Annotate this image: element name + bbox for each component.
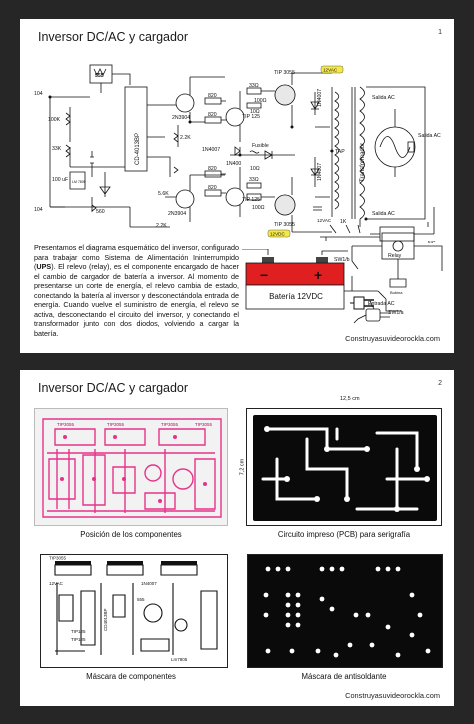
label-r33-a: 33Ω <box>249 83 259 89</box>
power-plug-icon <box>350 296 374 310</box>
label-555: 555 <box>95 73 104 79</box>
battery-label: Batería 12VDC <box>269 292 323 301</box>
relay-and-input-section: Relay Bobina SW1/b SW1/a Entrada AC <box>334 232 443 324</box>
mask-label-1n4007: 1N4007 <box>141 581 157 586</box>
label-tip3055-a: TIP 3055 <box>274 70 295 76</box>
mask-label-tip125-b: TIP125 <box>71 637 86 642</box>
label-c104-bottom: 104 <box>34 207 43 213</box>
label-entrada-ac: Entrada AC <box>368 301 395 307</box>
mask-label-lm7805: Lm7805 <box>171 657 188 662</box>
pcb-label-tip3055-1: TIP3055 <box>57 422 75 427</box>
label-1n4007-b: 1N4007 <box>317 89 323 107</box>
caption-component-mask: Máscara de componentes <box>86 672 176 681</box>
label-r33-b: 33Ω <box>249 177 259 183</box>
mask-label-tip125-a: TIP125 <box>71 629 86 634</box>
label-12vac-bottom: 12VAC <box>317 218 332 223</box>
label-salida-ac-2: Salida AC <box>418 133 441 139</box>
pcb-label-tip3055-3: TIP3055 <box>161 422 179 427</box>
mask-label-12vac: 12VAC <box>49 581 64 586</box>
label-c100uf: 100 uF <box>52 177 68 183</box>
page-number: 1 <box>438 29 442 36</box>
label-q1: 2N3904 <box>172 115 190 121</box>
label-salida-ac-1: Salida AC <box>372 95 395 101</box>
label-tip3055-b: TIP 3055 <box>274 222 295 228</box>
label-bobina: Bobina <box>390 290 403 295</box>
page-title: Inversor DC/AC y cargador <box>38 381 189 395</box>
label-sw1a: SW1/a <box>388 310 404 316</box>
label-nc-2: NC <box>428 241 436 243</box>
footer-website: Construyasuvideorockla.com <box>345 691 440 700</box>
schematic-diagram: 104 104 100K 33K 555 CD-4013BP 100 uF LM… <box>34 64 441 243</box>
component-mask-panel: TIP3055 12VAC 1N4007 CD4013BP 555 TIP125… <box>40 554 228 668</box>
ups-emphasis: UPS <box>36 262 52 271</box>
label-tip125-b: TIP 125 <box>242 197 260 203</box>
label-1n4007-a: 1N4007 <box>202 147 220 153</box>
mask-label-tip3055-1: TIP3055 <box>49 556 67 561</box>
label-r820-d: 820 <box>208 185 217 191</box>
pcb-artwork-panel <box>246 408 442 526</box>
label-r100-a: 100Ω <box>254 98 267 104</box>
label-r820-a: 820 <box>208 93 217 99</box>
label-q2: 2N3904 <box>168 211 186 217</box>
document-page-2: Inversor DC/AC y cargador 2 TIP3055 TIP3… <box>20 370 454 706</box>
label-12vdc: 12VDC <box>270 232 285 237</box>
pcb-label-tip3055-2: TIP3055 <box>107 422 125 427</box>
label-1k: 1K <box>340 219 347 225</box>
label-salida-ac-3: Salida AC <box>372 211 395 217</box>
caption-pcb: Circuito impreso (PCB) para serigrafía <box>277 530 411 539</box>
caption-components: Posición de los componentes <box>80 530 182 539</box>
label-r10-b: 10Ω <box>250 109 260 115</box>
label-r10-a: 10Ω <box>250 166 260 172</box>
label-tap: TAP <box>335 149 345 155</box>
label-tip125-a: TIP 125 <box>242 114 260 120</box>
label-relay: Relay <box>388 253 402 259</box>
solder-mask-panel <box>247 554 443 668</box>
label-r22k-b: 2.2K <box>156 223 167 229</box>
label-transformer: Transformador <box>360 143 366 182</box>
components-position-panel: TIP3055 TIP3055 TIP3055 TIP3055 <box>34 408 228 526</box>
footer-website: Construyasuvideorockla.com <box>345 334 440 343</box>
label-c104-top: 104 <box>34 91 43 97</box>
label-sw1b: SW1/b <box>334 257 350 263</box>
description-paragraph: Presentamos el diagrama esquemático del … <box>34 243 239 338</box>
mask-label-555: 555 <box>137 597 145 602</box>
label-ic: CD-4013BP <box>135 133 141 165</box>
label-r100-b: 100Ω <box>252 205 265 211</box>
mask-label-ic: CD4013BP <box>103 608 108 631</box>
page-number: 2 <box>438 380 442 387</box>
pcb-width-label: 12,5 cm <box>340 396 360 402</box>
label-fuse: Fusible <box>252 143 269 149</box>
page-title: Inversor DC/AC y cargador <box>38 30 189 44</box>
caption-solder-mask: Máscara de antisoldante <box>301 672 387 681</box>
label-r560: 560 <box>96 209 105 215</box>
label-r820-c: 820 <box>208 166 217 172</box>
label-r820-b: 820 <box>208 112 217 118</box>
label-r100k: 100K <box>48 117 61 123</box>
battery-minus: − <box>260 267 268 283</box>
label-1n4007-c: 1N4007 <box>317 163 323 181</box>
battery-plus: + <box>314 267 322 283</box>
label-r22k-a: 2.2K <box>180 135 191 141</box>
label-r33k: 33K <box>52 146 62 152</box>
battery-illustration: − + <box>242 249 348 310</box>
label-regulator: LM 7805 <box>72 180 86 184</box>
label-1n400: 1N400 <box>226 161 241 167</box>
label-12vac-top: 12VAC <box>323 68 338 73</box>
label-r56k: 5.6K <box>158 191 169 197</box>
pcb-height-label: 7,2 cm <box>239 458 246 476</box>
pcb-label-tip3055-4: TIP3055 <box>195 422 213 427</box>
document-page-1: Inversor DC/AC y cargador 1 <box>20 19 454 353</box>
